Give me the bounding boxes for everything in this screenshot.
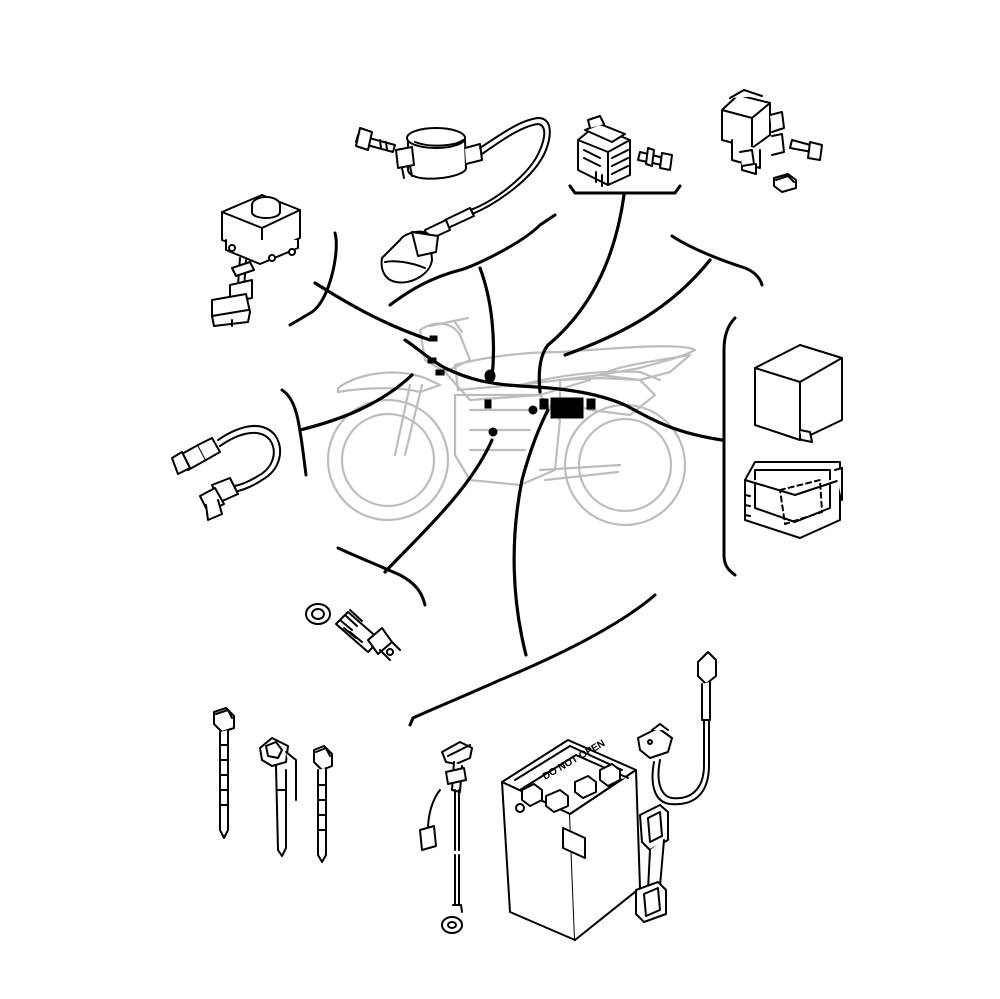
group-brackets (280, 184, 764, 727)
connector-lines (298, 193, 724, 657)
battery-negative-lead (419, 741, 473, 934)
regulator-rectifier (577, 115, 673, 187)
wire-harness (403, 338, 724, 442)
cdi-unit-and-cover (744, 344, 843, 539)
ecu-box (211, 194, 301, 327)
relay-unit (721, 89, 823, 193)
cable-tie-left (213, 707, 235, 839)
wire-clamp (259, 737, 297, 857)
sensor-lead (171, 424, 282, 521)
battery-strap (635, 804, 669, 923)
ignition-coil (355, 117, 551, 284)
connection-points (427, 335, 596, 437)
neutral-switch (305, 603, 401, 661)
motorcycle-outline (326, 316, 697, 527)
battery: DO NOT OPEN (501, 738, 641, 941)
cable-tie-right (313, 745, 333, 863)
front-wheel (326, 398, 450, 522)
battery-positive-lead (637, 651, 717, 806)
cdi-unit-mounted (550, 397, 584, 419)
